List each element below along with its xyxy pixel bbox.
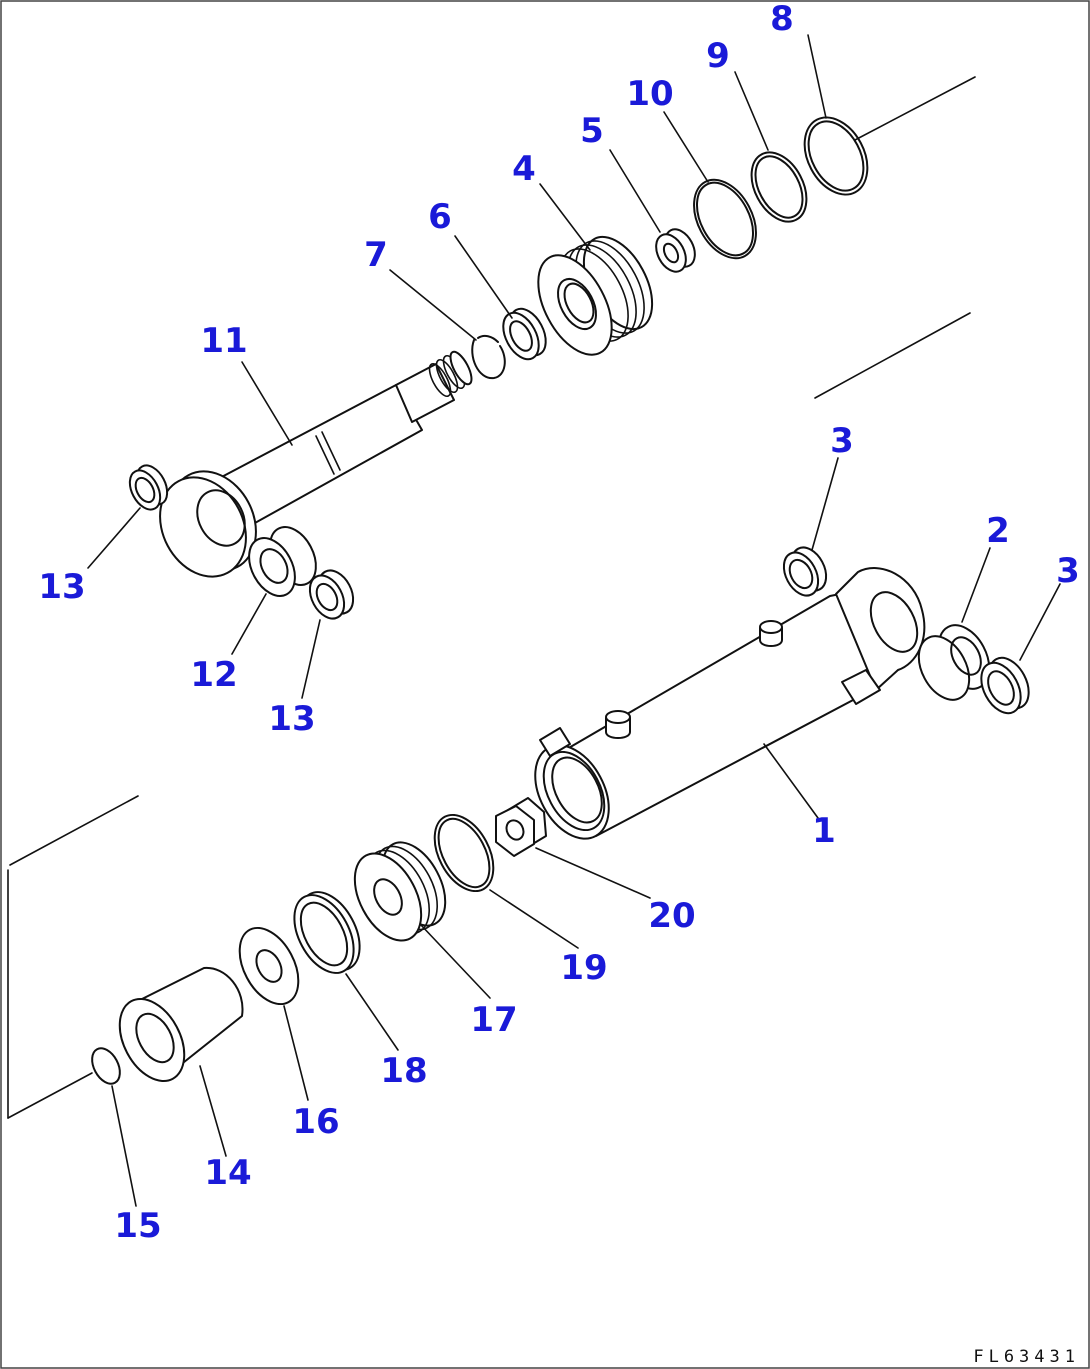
callout-7: 7 — [364, 235, 388, 275]
part-10-o-ring — [693, 178, 757, 260]
callout-2: 2 — [986, 511, 1010, 551]
callout-14: 14 — [204, 1153, 251, 1193]
part-12-bushing — [248, 526, 317, 597]
part-2-bushing — [917, 624, 991, 701]
callout-4: 4 — [512, 149, 536, 189]
part-3-dust-seal-b — [980, 656, 1030, 715]
part-8-o-ring — [803, 116, 869, 196]
part-4-cylinder-head — [537, 235, 654, 356]
callout-18: 18 — [380, 1051, 427, 1091]
part-5-bushing — [655, 228, 696, 273]
part-16-washer — [238, 926, 300, 1006]
callout-20: 20 — [648, 896, 695, 936]
callout-15: 15 — [114, 1206, 161, 1246]
part-1-cylinder-tube — [534, 567, 926, 840]
callout-1: 1 — [812, 811, 836, 851]
part-9-backup-ring — [750, 151, 808, 223]
part-15-plug — [91, 1047, 121, 1085]
callout-17: 17 — [470, 1000, 517, 1040]
callout-3-upper: 3 — [830, 421, 854, 461]
part-3-dust-seal-a — [782, 546, 828, 597]
part-20-nut — [495, 797, 547, 857]
callout-13-upper: 13 — [38, 567, 85, 607]
part-6-dust-seal — [502, 307, 547, 361]
callout-10: 10 — [626, 74, 673, 114]
callout-8: 8 — [770, 0, 794, 39]
part-14-spacer — [118, 966, 244, 1083]
callout-19: 19 — [560, 948, 607, 988]
callout-16: 16 — [292, 1102, 339, 1142]
callout-labels: 8 9 10 5 4 6 7 11 3 2 3 13 12 13 1 20 19… — [38, 0, 1080, 1246]
leader-lines — [87, 34, 1061, 1207]
drawing-code: FL63431 — [973, 1347, 1080, 1367]
part-11-piston-rod — [159, 350, 473, 578]
callout-13-lower: 13 — [268, 699, 315, 739]
callout-11: 11 — [200, 321, 247, 361]
callout-5: 5 — [580, 111, 604, 151]
part-18-wear-ring — [293, 891, 361, 974]
callout-9: 9 — [706, 36, 730, 76]
callout-6: 6 — [428, 197, 452, 237]
axis-lines — [7, 76, 976, 1119]
part-13-dust-seal-a — [128, 464, 169, 511]
part-13-dust-seal-b — [308, 569, 355, 620]
callout-3-right: 3 — [1056, 551, 1080, 591]
part-17-piston — [353, 841, 447, 942]
callout-12: 12 — [190, 655, 237, 695]
part-19-o-ring — [433, 813, 495, 893]
part-7-snap-ring — [471, 334, 506, 380]
